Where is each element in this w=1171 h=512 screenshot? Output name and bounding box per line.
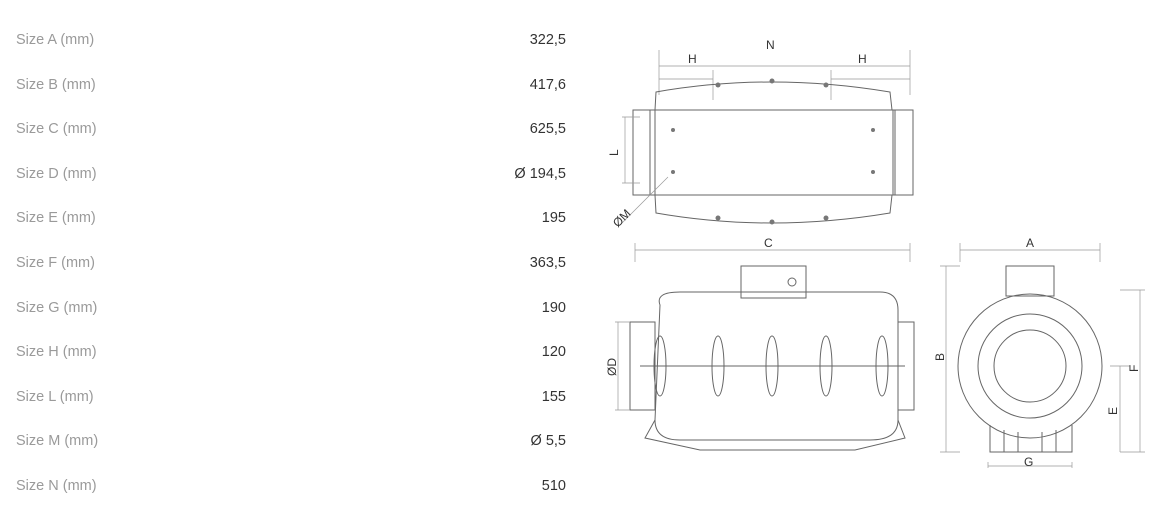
spec-value: 322,5 bbox=[529, 32, 566, 48]
spec-label: Size C (mm) bbox=[16, 121, 97, 138]
spec-value: 190 bbox=[541, 299, 566, 316]
spec-row: Size F (mm) 363,5 bbox=[16, 253, 566, 273]
spec-label: Size L (mm) bbox=[16, 388, 94, 405]
spec-value: 417,6 bbox=[529, 76, 566, 93]
spec-value: 510 bbox=[541, 478, 566, 494]
spec-value: 120 bbox=[541, 344, 566, 361]
spec-value: Ø 5,5 bbox=[530, 433, 566, 450]
spec-label: Size G (mm) bbox=[16, 299, 98, 316]
spec-value: 195 bbox=[541, 210, 566, 227]
dim-l: L bbox=[607, 149, 621, 156]
spec-label: Size N (mm) bbox=[16, 478, 97, 494]
spec-label: Size E (mm) bbox=[16, 210, 96, 227]
dim-h-right: H bbox=[858, 52, 867, 66]
spec-label: Size M (mm) bbox=[16, 433, 99, 450]
spec-row: Size A (mm) 322,5 bbox=[16, 30, 566, 50]
spec-label: Size A (mm) bbox=[16, 32, 95, 48]
dim-h-left: H bbox=[688, 52, 697, 66]
spec-row: Size D (mm) Ø 194,5 bbox=[16, 164, 566, 184]
spec-label: Size B (mm) bbox=[16, 76, 96, 93]
spec-value: 363,5 bbox=[529, 255, 566, 271]
dim-m: ØM bbox=[610, 206, 634, 230]
spec-row: Size H (mm) 120 bbox=[16, 342, 566, 362]
spec-label: Size H (mm) bbox=[16, 344, 97, 361]
dim-n: N bbox=[766, 38, 775, 52]
spec-row: Size M (mm) Ø 5,5 bbox=[16, 431, 566, 451]
dim-g: G bbox=[1024, 455, 1033, 469]
spec-row: Size L (mm) 155 bbox=[16, 387, 566, 407]
spec-value: 155 bbox=[541, 388, 566, 405]
spec-label: Size F (mm) bbox=[16, 255, 95, 271]
front-view: C ØD bbox=[605, 236, 915, 451]
spec-value: Ø 194,5 bbox=[514, 165, 566, 182]
dim-c: C bbox=[764, 236, 773, 250]
side-view: A B F E G bbox=[933, 236, 1145, 469]
dim-b: B bbox=[933, 353, 947, 361]
spec-row: Size B (mm) 417,6 bbox=[16, 75, 566, 95]
top-view: N H H L ØM bbox=[607, 38, 914, 230]
spec-row: Size N (mm) 510 bbox=[16, 476, 566, 496]
spec-row: Size E (mm) 195 bbox=[16, 208, 566, 228]
spec-row: Size G (mm) 190 bbox=[16, 298, 566, 318]
dim-d: ØD bbox=[605, 358, 619, 376]
spec-value: 625,5 bbox=[529, 121, 566, 138]
dim-f: F bbox=[1127, 365, 1141, 372]
spec-row: Size C (mm) 625,5 bbox=[16, 119, 566, 139]
dim-e: E bbox=[1106, 407, 1120, 415]
dim-a: A bbox=[1026, 236, 1034, 250]
spec-label: Size D (mm) bbox=[16, 165, 97, 182]
